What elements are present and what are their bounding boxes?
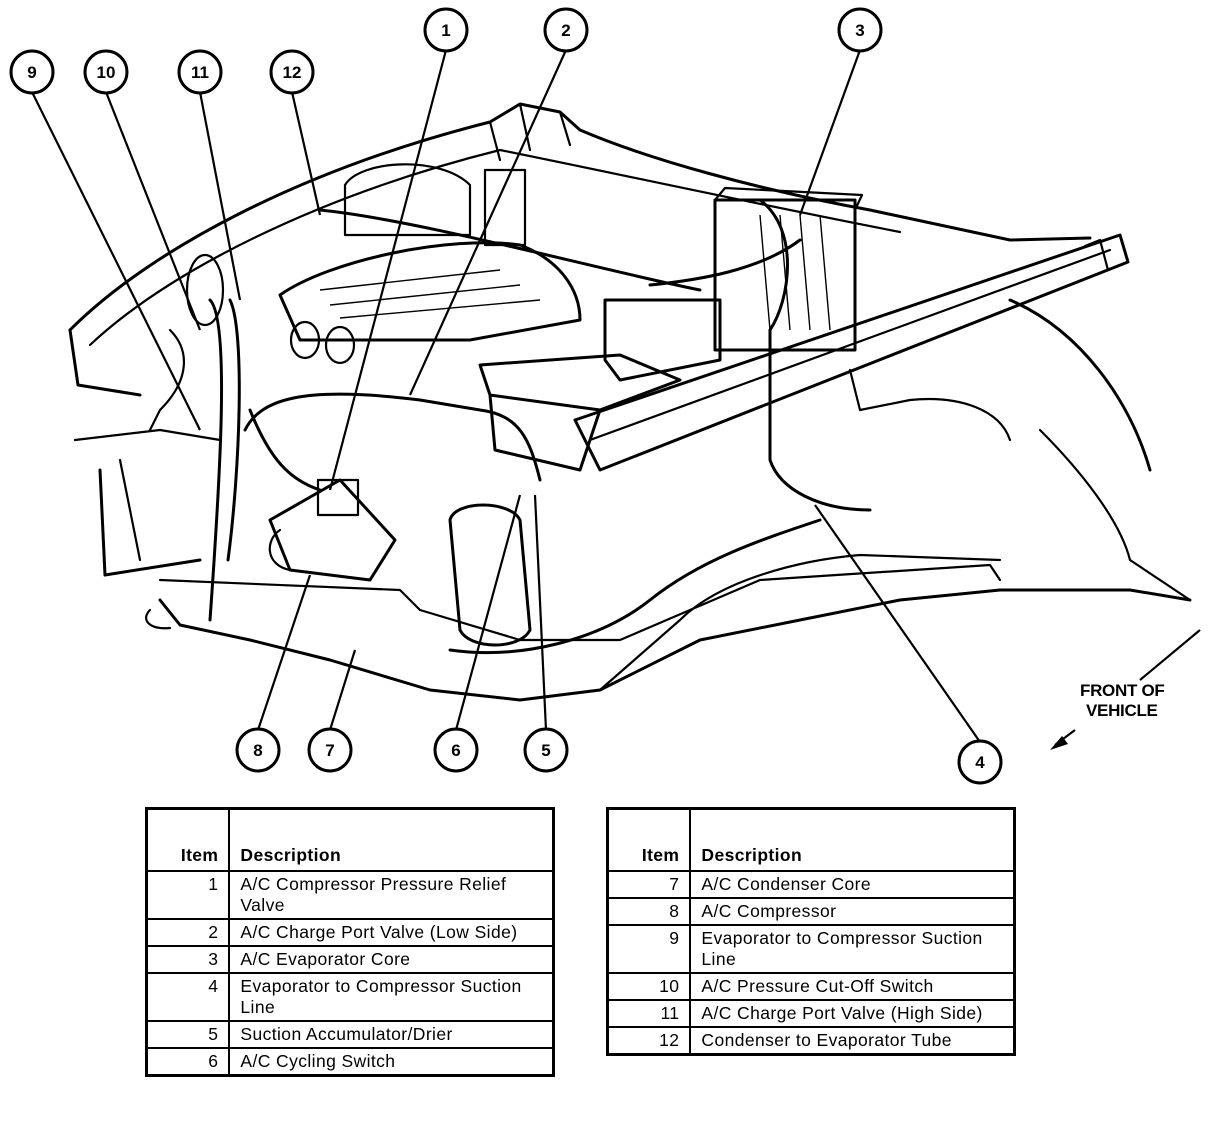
front-label-line2: VEHICLE	[1086, 701, 1158, 720]
table-row: 12 Condenser to Evaporator Tube	[606, 1026, 1016, 1056]
callout-number: 8	[253, 741, 262, 760]
table-row: 9 Evaporator to Compressor Suction Line	[606, 924, 1016, 974]
legend-header-row: Item Description	[606, 807, 1016, 872]
table-row: 6 A/C Cycling Switch	[145, 1047, 555, 1077]
callout-number: 2	[561, 21, 570, 40]
item-number: 3	[145, 945, 231, 974]
callout-5: 5	[523, 727, 569, 773]
callout-number: 12	[283, 63, 302, 82]
callout-number: 9	[27, 63, 36, 82]
item-number: 6	[145, 1047, 231, 1077]
table-row: 8 A/C Compressor	[606, 897, 1016, 926]
callout-4: 4	[957, 739, 1003, 785]
item-description: A/C Compressor	[689, 897, 1016, 926]
table-row: 5 Suction Accumulator/Drier	[145, 1020, 555, 1049]
callout-12: 12	[269, 49, 315, 95]
item-description: Evaporator to Compressor Suction Line	[689, 924, 1016, 974]
callout-8: 8	[235, 727, 281, 773]
callout-7: 7	[307, 727, 353, 773]
front-label-line1: FRONT OF	[1080, 681, 1165, 700]
callout-3: 3	[837, 7, 883, 53]
item-number: 12	[606, 1026, 692, 1056]
callout-11: 11	[177, 49, 223, 95]
legend-table-left: Item Description 1 A/C Compressor Pressu…	[145, 807, 555, 1077]
item-number: 2	[145, 918, 231, 947]
callout-9: 9	[9, 49, 55, 95]
item-header: Item	[606, 807, 692, 872]
callout-number: 7	[325, 741, 334, 760]
item-description: Condenser to Evaporator Tube	[689, 1026, 1016, 1056]
callout-1: 1	[423, 7, 469, 53]
table-row: 3 A/C Evaporator Core	[145, 945, 555, 974]
item-number: 11	[606, 999, 692, 1028]
front-of-vehicle-label: FRONT OF VEHICLE	[1080, 681, 1210, 721]
callout-number: 11	[191, 63, 209, 82]
item-number: 1	[145, 870, 231, 920]
callout-2: 2	[543, 7, 589, 53]
item-description: A/C Compressor Pressure Relief Valve	[228, 870, 555, 920]
callout-number: 3	[855, 21, 864, 40]
legend-table-right: Item Description 7 A/C Condenser Core 8 …	[606, 807, 1016, 1056]
item-number: 10	[606, 972, 692, 1001]
item-number: 5	[145, 1020, 231, 1049]
item-header: Item	[145, 807, 231, 872]
callout-number: 6	[451, 741, 460, 760]
item-description: A/C Charge Port Valve (High Side)	[689, 999, 1016, 1028]
callout-leaders	[31, 49, 1201, 750]
legend-header-row: Item Description	[145, 807, 555, 872]
item-description: Suction Accumulator/Drier	[228, 1020, 555, 1049]
item-description: Evaporator to Compressor Suction Line	[228, 972, 555, 1022]
item-number: 8	[606, 897, 692, 926]
table-row: 4 Evaporator to Compressor Suction Line	[145, 972, 555, 1022]
callout-number: 4	[975, 753, 985, 772]
item-description: A/C Charge Port Valve (Low Side)	[228, 918, 555, 947]
callout-10: 10	[83, 49, 129, 95]
description-header: Description	[689, 807, 1016, 872]
table-row: 11 A/C Charge Port Valve (High Side)	[606, 999, 1016, 1028]
item-description: A/C Cycling Switch	[228, 1047, 555, 1077]
engine-compartment-illustration: 1 2 3 4 5 6 7 8 9 10 11 12	[9, 7, 1201, 785]
table-row: 10 A/C Pressure Cut-Off Switch	[606, 972, 1016, 1001]
item-description: A/C Pressure Cut-Off Switch	[689, 972, 1016, 1001]
table-row: 1 A/C Compressor Pressure Relief Valve	[145, 870, 555, 920]
callout-number: 10	[97, 63, 116, 82]
item-number: 7	[606, 870, 692, 899]
item-number: 9	[606, 924, 692, 974]
table-row: 2 A/C Charge Port Valve (Low Side)	[145, 918, 555, 947]
table-row: 7 A/C Condenser Core	[606, 870, 1016, 899]
callout-number: 5	[541, 741, 550, 760]
item-description: A/C Evaporator Core	[228, 945, 555, 974]
callout-number: 1	[441, 21, 450, 40]
item-description: A/C Condenser Core	[689, 870, 1016, 899]
engine-bay-drawing	[68, 102, 1192, 702]
callout-6: 6	[433, 727, 479, 773]
item-number: 4	[145, 972, 231, 1022]
description-header: Description	[228, 807, 555, 872]
